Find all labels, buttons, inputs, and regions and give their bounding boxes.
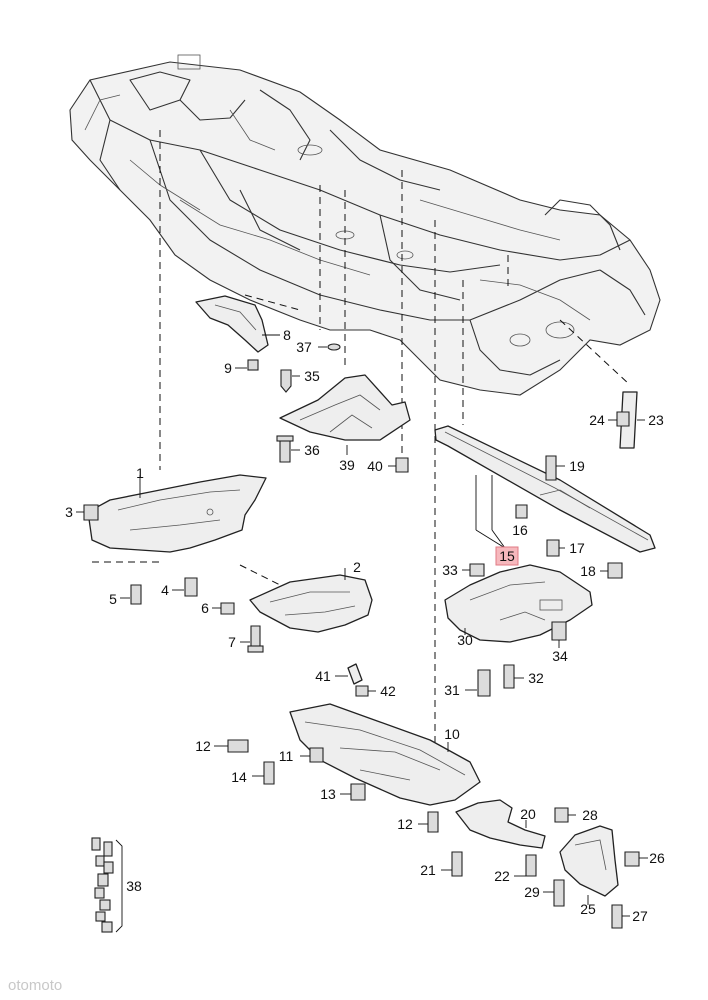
- fastener-7: [240, 625, 264, 653]
- watermark: otomoto: [8, 977, 62, 994]
- fastener-9: [235, 359, 259, 371]
- callout-31: 31: [444, 682, 460, 698]
- part-38-fastener-kit: [91, 837, 123, 933]
- callout-9: 9: [224, 360, 232, 376]
- fastener-4: [172, 577, 198, 597]
- callout-12-lower: 12: [397, 816, 413, 832]
- callout-22: 22: [494, 868, 510, 884]
- fastener-33: [462, 563, 485, 577]
- part-30-shield: [444, 564, 593, 643]
- fastener-19: [545, 455, 565, 481]
- part-25-shield: [559, 825, 619, 905]
- callout-10: 10: [444, 726, 460, 742]
- callout-37: 37: [296, 339, 312, 355]
- callout-36: 36: [304, 442, 320, 458]
- fastener-35: [280, 369, 300, 393]
- fastener-12b: [418, 811, 439, 833]
- fastener-40: [388, 457, 409, 473]
- callout-11: 11: [279, 748, 294, 764]
- fastener-21: [441, 851, 463, 877]
- fastener-13: [340, 783, 366, 801]
- callout-24: 24: [589, 412, 605, 428]
- callout-38: 38: [126, 878, 142, 894]
- callout-34: 34: [552, 648, 568, 664]
- vehicle-underbody: [69, 54, 661, 396]
- fastener-26: [624, 851, 648, 867]
- callout-labels: 1 2 3 4 5 6 7 8 9 10 11 12 13 14 12 15 1…: [65, 327, 665, 924]
- part-20-bracket: [455, 799, 546, 849]
- part-8-bracket: [195, 295, 280, 353]
- callout-35: 35: [304, 368, 320, 384]
- callout-32: 32: [528, 670, 544, 686]
- callout-13: 13: [320, 786, 336, 802]
- fastener-24: [608, 411, 630, 427]
- fastener-6: [212, 602, 235, 615]
- callout-42: 42: [380, 683, 396, 699]
- callout-39: 39: [339, 457, 355, 473]
- fastener-14: [252, 761, 275, 785]
- callout-25: 25: [580, 901, 596, 917]
- callout-20: 20: [520, 806, 536, 822]
- callout-27: 27: [632, 908, 648, 924]
- callout-26: 26: [649, 850, 665, 866]
- part-15-rail: [434, 425, 656, 553]
- fastener-12a: [214, 739, 249, 753]
- callout-6: 6: [201, 600, 209, 616]
- highlight-15: [495, 546, 519, 566]
- callout-28: 28: [582, 807, 598, 823]
- fastener-5: [120, 584, 142, 605]
- callout-16: 16: [512, 522, 528, 538]
- fastener-18: [600, 562, 623, 579]
- part-41-clip: [335, 663, 363, 685]
- callout-4: 4: [161, 582, 169, 598]
- callout-29: 29: [524, 884, 540, 900]
- part-37-grommet: [318, 343, 341, 351]
- callout-5: 5: [109, 591, 117, 607]
- callout-30: 30: [457, 632, 473, 648]
- fastener-42: [355, 685, 376, 697]
- fastener-28: [554, 807, 576, 823]
- fastener-16: [515, 504, 528, 519]
- callout-2: 2: [353, 559, 361, 575]
- callout-33: 33: [442, 562, 458, 578]
- assembly-lines: [92, 130, 631, 745]
- fastener-29: [543, 879, 565, 907]
- callout-3: 3: [65, 504, 73, 520]
- fastener-22: [514, 854, 537, 877]
- fastener-31: [465, 669, 491, 697]
- callout-40: 40: [367, 458, 383, 474]
- fastener-17: [546, 539, 565, 557]
- fastener-34: [551, 621, 567, 648]
- callout-17: 17: [569, 540, 585, 556]
- callout-23: 23: [648, 412, 664, 428]
- fastener-32: [503, 664, 524, 689]
- fastener-36: [276, 435, 300, 463]
- callout-8: 8: [283, 327, 291, 343]
- callout-41: 41: [315, 668, 331, 684]
- callout-1: 1: [136, 465, 144, 481]
- callout-18: 18: [580, 563, 596, 579]
- part-2-shield: [249, 568, 373, 633]
- fastener-27: [611, 904, 630, 929]
- part-1-engine-shield: [87, 474, 267, 553]
- callout-15: 15: [499, 548, 515, 564]
- callout-19: 19: [569, 458, 585, 474]
- fastener-3: [76, 504, 99, 521]
- part-39-shield: [279, 374, 411, 455]
- callout-14: 14: [231, 769, 247, 785]
- callout-12-upper: 12: [195, 738, 211, 754]
- fastener-11: [300, 747, 324, 763]
- callout-7: 7: [228, 634, 236, 650]
- callout-21: 21: [420, 862, 436, 878]
